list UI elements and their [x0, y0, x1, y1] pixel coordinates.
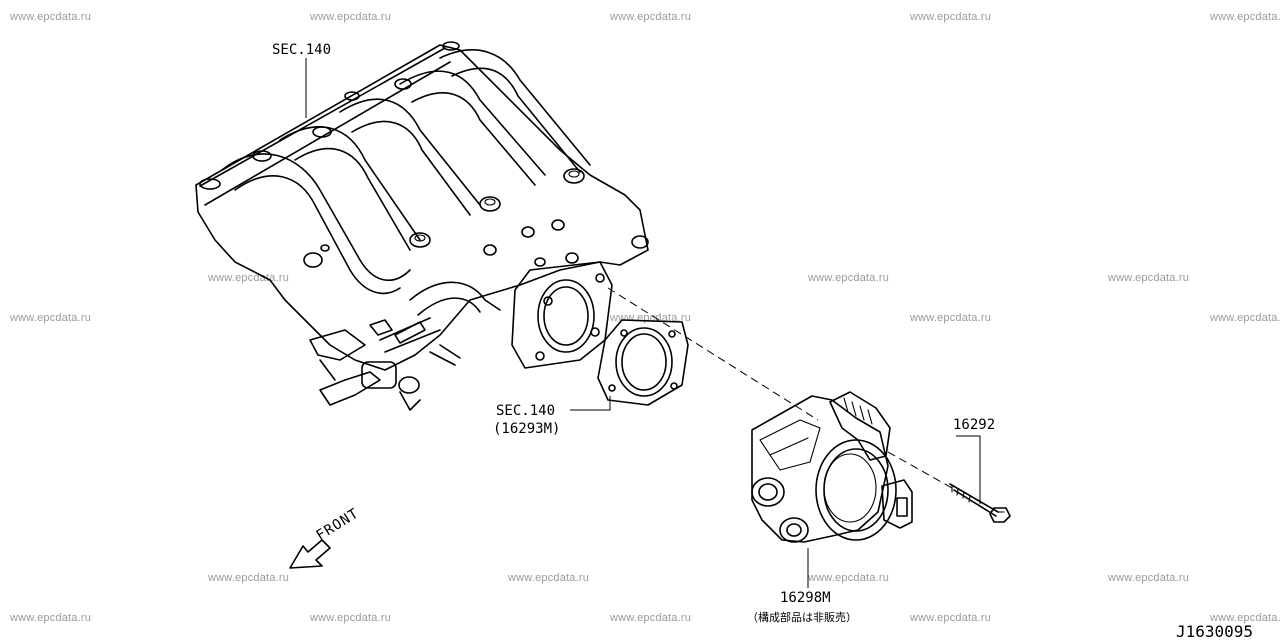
intake-manifold-drawing [195, 41, 649, 411]
gasket-16293m-drawing [597, 319, 689, 406]
watermark-text: www.epcdata.ru [808, 272, 890, 284]
label-gasket-part-number: (16293M) [493, 421, 561, 437]
label-sec140-manifold: SEC.140 [272, 42, 332, 58]
watermark-text: www.epcdata.ru [1108, 572, 1190, 584]
watermark-text: www.epcdata.ru [208, 572, 290, 584]
watermark-text: www.epcdata.ru [10, 312, 92, 324]
watermark-text: www.epcdata.ru [310, 11, 392, 23]
front-arrow [289, 539, 331, 569]
watermark-text: www.epcdata.ru [310, 612, 392, 624]
watermark-text: www.epcdata.ru [910, 11, 992, 23]
alignment-line [607, 287, 819, 421]
watermark-text: www.epcdata.ru [208, 272, 290, 284]
watermark-text: www.epcdata.ru [10, 612, 92, 624]
label-bolt-part-number: 16292 [953, 417, 996, 433]
bolt-16292-drawing [949, 483, 1011, 523]
watermark-text: www.epcdata.ru [1210, 11, 1280, 23]
watermark-text: www.epcdata.ru [1210, 612, 1280, 624]
label-throttle-body-part-number: 16298M [780, 590, 831, 606]
watermark-text: www.epcdata.ru [1210, 312, 1280, 324]
watermark-text: www.epcdata.ru [910, 312, 992, 324]
watermark-text: www.epcdata.ru [610, 612, 692, 624]
alignment-line [887, 451, 953, 489]
leader-lines [305, 58, 981, 588]
watermark-text: www.epcdata.ru [508, 572, 590, 584]
diagram-code: J1630095 [1176, 622, 1254, 641]
watermark-text: www.epcdata.ru [808, 572, 890, 584]
label-sec140-gasket: SEC.140 [496, 403, 556, 419]
throttle-body-drawing [751, 391, 913, 543]
watermark-text: www.epcdata.ru [610, 11, 692, 23]
watermark-text: www.epcdata.ru [1108, 272, 1190, 284]
watermark-text: www.epcdata.ru [10, 11, 92, 23]
watermark-text: www.epcdata.ru [910, 612, 992, 624]
label-throttle-body-note: （構成部品は非販売） [747, 611, 857, 624]
